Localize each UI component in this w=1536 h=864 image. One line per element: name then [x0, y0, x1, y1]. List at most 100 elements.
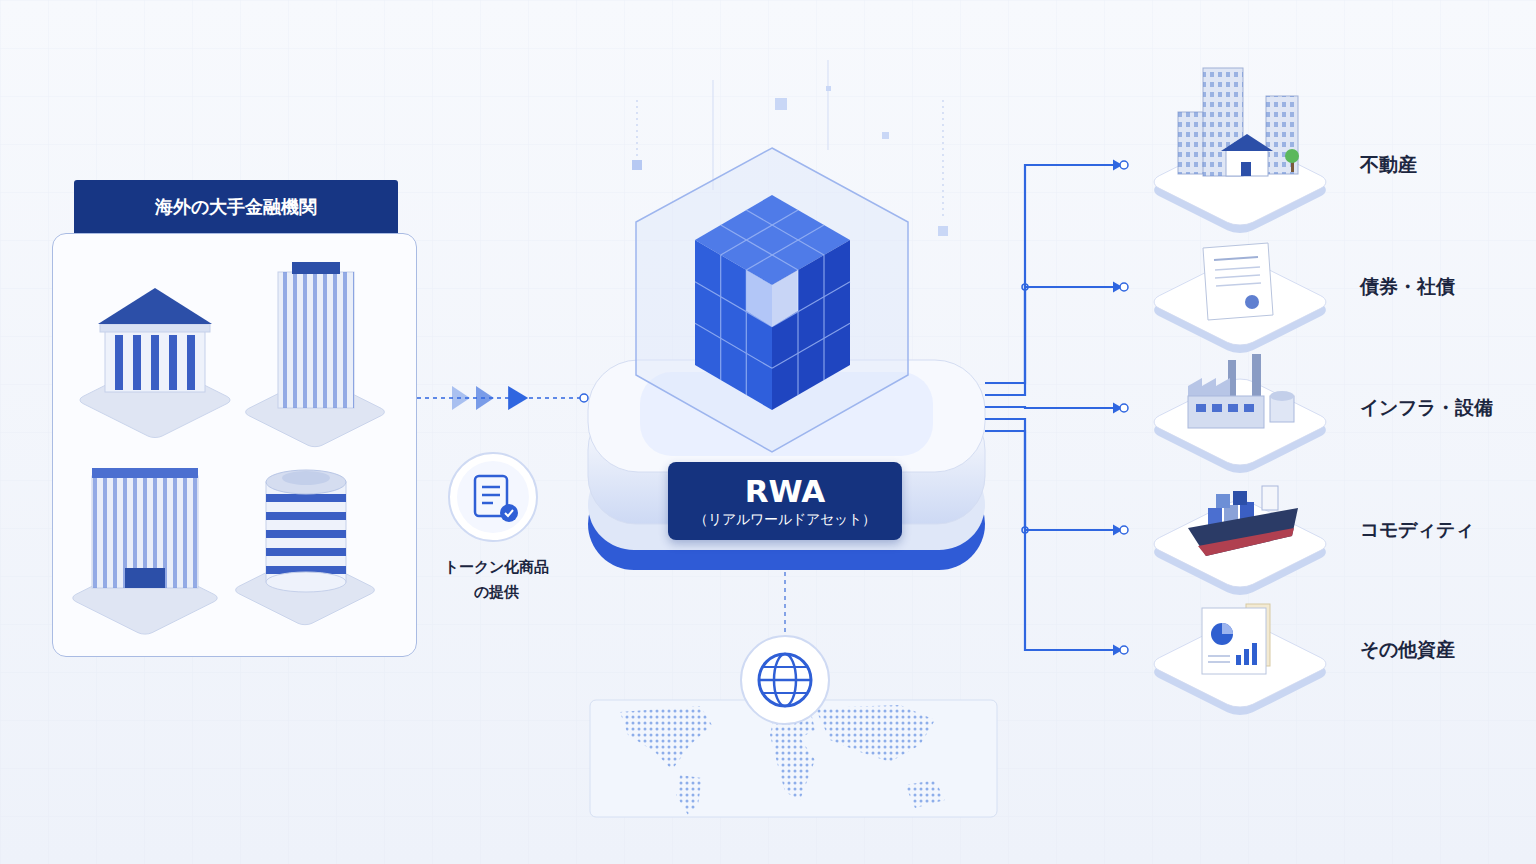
- asset-label: インフラ・設備: [1360, 363, 1510, 453]
- asset-tile: [1188, 508, 1298, 556]
- asset-tile: [1222, 623, 1233, 634]
- asset-tile: [1198, 528, 1294, 556]
- connector-end-dot: [1120, 283, 1128, 291]
- token-cube: [695, 323, 772, 368]
- floating-particles: [637, 100, 638, 160]
- office-building: [69, 468, 222, 636]
- bank-building: [98, 288, 212, 324]
- asset-label: その他資産: [1360, 605, 1510, 695]
- floating-particles: [632, 160, 642, 170]
- junction-dots: [1022, 527, 1028, 533]
- token-cube: [772, 240, 850, 410]
- document-icon: [482, 494, 500, 497]
- world-map: [741, 636, 829, 724]
- connector-group: [985, 431, 1128, 654]
- asset-tile: [1212, 404, 1222, 412]
- floating-particles: [826, 86, 831, 91]
- asset-tile: [1215, 267, 1260, 270]
- connector-end-dot: [580, 394, 588, 402]
- document-icon: [500, 504, 518, 522]
- bank-building: [76, 288, 234, 440]
- flow-connector: [985, 419, 1128, 530]
- office-building: [125, 568, 165, 588]
- asset-tile: [1147, 604, 1334, 719]
- asset-tile: [1216, 494, 1230, 508]
- flow-connector: [985, 431, 1128, 650]
- connector-end-dot: [1120, 526, 1128, 534]
- connector-end-dot: [1120, 161, 1128, 169]
- rwa-hub: RWA（リアルワールドアセット）: [588, 345, 985, 570]
- asset-tile: [1215, 275, 1260, 278]
- round-building: [266, 494, 346, 502]
- asset-tile: [1241, 162, 1251, 176]
- bank-building: [151, 335, 159, 390]
- floating-particles: [775, 98, 787, 110]
- asset-node: 不動産: [1128, 120, 1508, 210]
- asset-tile: [1211, 623, 1233, 645]
- asset-label: コモディティ: [1360, 485, 1510, 575]
- world-map: [815, 705, 935, 762]
- asset-tile: [1226, 150, 1268, 176]
- round-building: [266, 572, 346, 592]
- junction-dots: [1022, 284, 1028, 290]
- asset-tile: [1285, 149, 1299, 163]
- token-cube: [746, 225, 824, 270]
- token-cube: [695, 240, 772, 410]
- round-building: [266, 470, 346, 494]
- connector-group: [985, 404, 1128, 412]
- tower-building: [241, 262, 388, 449]
- document-icon: [449, 453, 537, 541]
- floating-particles: [943, 100, 944, 220]
- bank-building: [100, 324, 210, 332]
- asset-tile: [1147, 68, 1334, 237]
- flow-connector: [417, 397, 588, 399]
- asset-tile: [1208, 661, 1230, 663]
- hub-title: RWA: [745, 473, 826, 509]
- world-map: [590, 572, 997, 817]
- office-building: [92, 468, 198, 478]
- asset-tile: [1147, 497, 1334, 590]
- asset-tile: [1244, 404, 1254, 412]
- token-cube: [636, 148, 908, 452]
- round-building: [282, 471, 330, 485]
- document-icon: [482, 502, 493, 505]
- round-building: [266, 512, 346, 520]
- asset-tile: [1147, 375, 1334, 468]
- world-map: [763, 692, 807, 694]
- asset-tile: [1147, 375, 1334, 468]
- asset-label: 債券・社債: [1360, 242, 1510, 332]
- connector-group: [985, 419, 1128, 534]
- asset-tile: [1147, 497, 1334, 590]
- asset-tile: [1214, 257, 1258, 260]
- asset-node: その他資産: [1128, 605, 1508, 695]
- round-building: [231, 470, 378, 627]
- junction-dots: [1022, 284, 1028, 533]
- round-building: [266, 548, 346, 556]
- asset-tile: [1262, 486, 1278, 510]
- panel-fill: [52, 233, 417, 657]
- token-cube: [746, 210, 824, 255]
- rwa-label-box: RWA（リアルワールドアセット）: [668, 462, 902, 540]
- round-building: [266, 530, 346, 538]
- office-building: [92, 476, 198, 588]
- document-icon: [457, 461, 529, 533]
- asset-tile: [1147, 497, 1334, 590]
- asset-tile: [1252, 354, 1261, 400]
- asset-label: 不動産: [1360, 120, 1510, 210]
- flow-triangles: [452, 386, 494, 410]
- asset-tile: [1228, 404, 1238, 412]
- floating-particles: [938, 226, 948, 236]
- world-map: [905, 780, 945, 808]
- token-cube: [721, 225, 798, 270]
- edge-label: トークン化商品 の提供: [436, 555, 558, 605]
- panel-heading: 海外の大手金融機関: [74, 180, 398, 233]
- office-building: [92, 476, 198, 588]
- asset-tile: [1196, 404, 1206, 412]
- asset-tile: [1147, 354, 1334, 477]
- asset-tile: [1236, 655, 1241, 665]
- asset-tile: [1188, 378, 1230, 398]
- flow-triangles: [476, 386, 494, 410]
- asset-node: コモディティ: [1128, 485, 1508, 575]
